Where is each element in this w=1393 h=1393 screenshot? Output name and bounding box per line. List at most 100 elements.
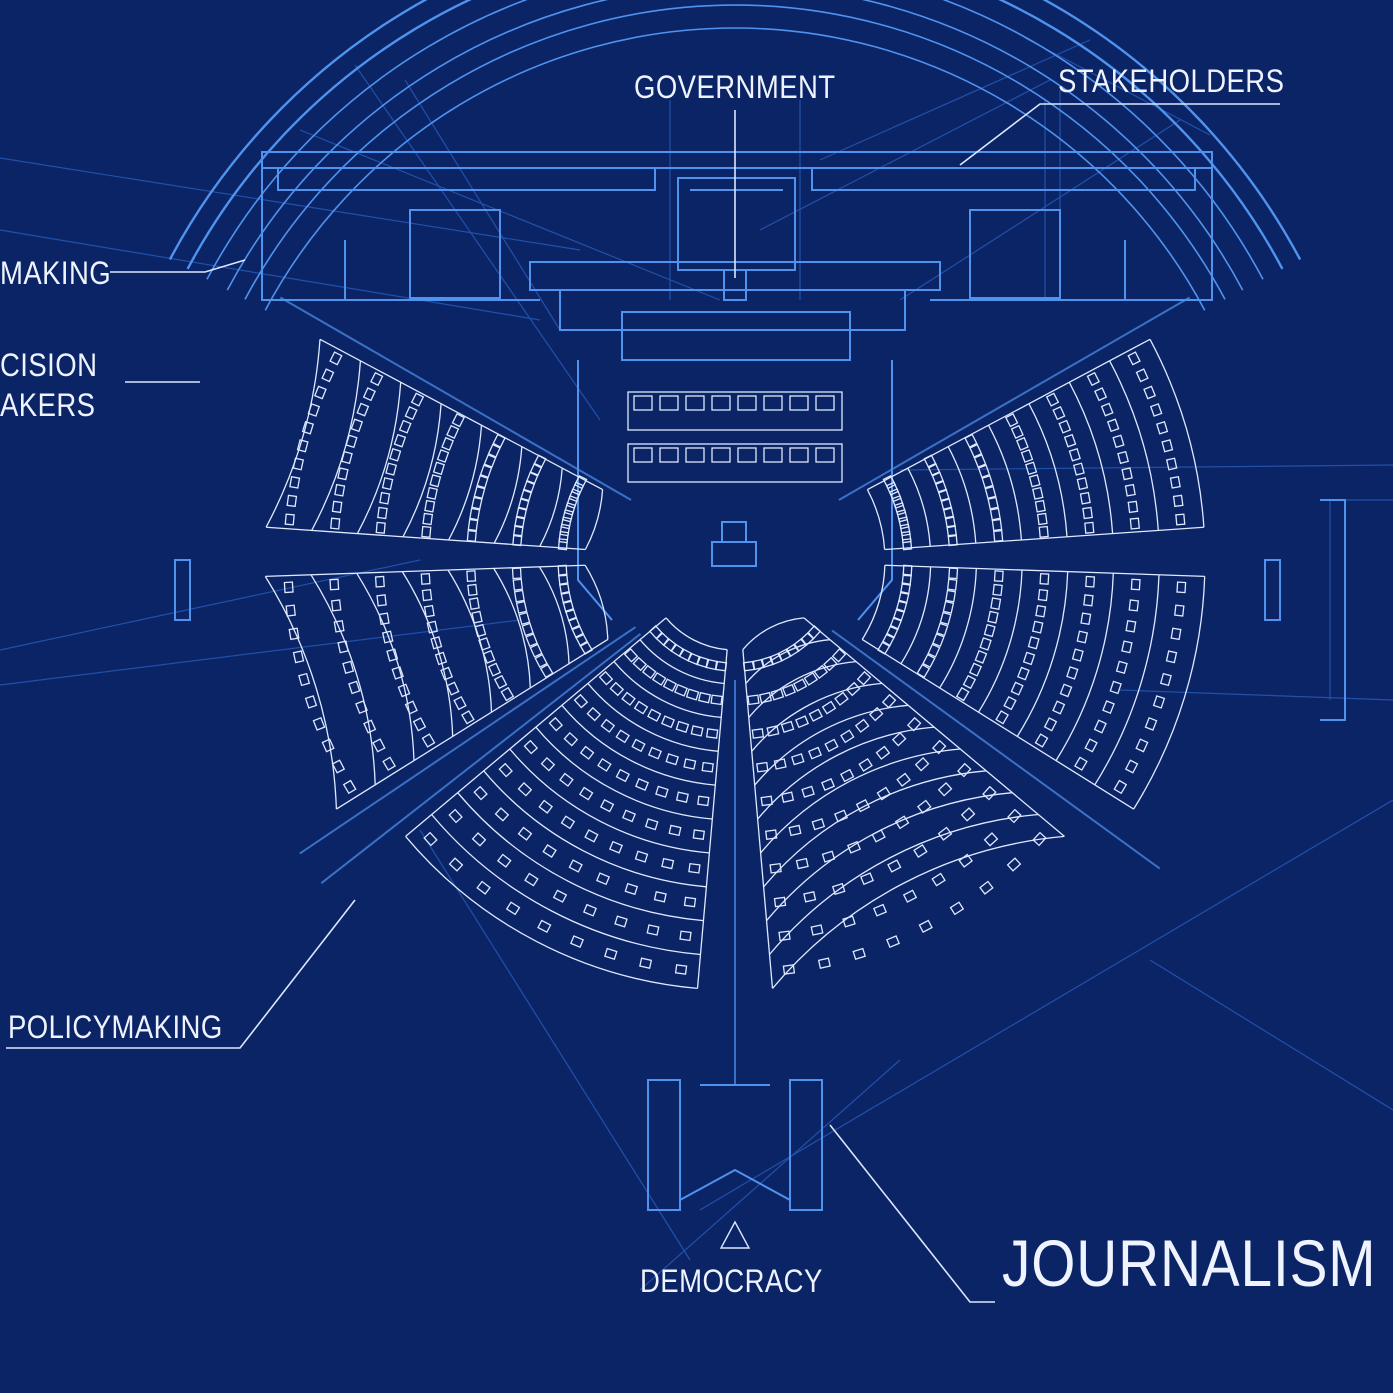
seat-row-arc — [613, 661, 722, 719]
seat — [1034, 733, 1049, 748]
seat — [512, 534, 523, 547]
seat — [705, 728, 719, 739]
seat — [1149, 403, 1163, 417]
seat — [533, 454, 547, 469]
seat — [900, 530, 912, 544]
seat — [815, 395, 835, 411]
seat — [578, 786, 594, 801]
seat — [494, 807, 510, 822]
seat — [685, 447, 705, 463]
seat — [877, 640, 891, 655]
seat — [542, 844, 557, 858]
seat-row-arc — [405, 835, 698, 990]
seat — [701, 761, 714, 773]
seat — [529, 643, 543, 658]
seat — [382, 756, 396, 771]
seat — [887, 859, 902, 873]
seat — [906, 716, 922, 732]
seat — [1086, 371, 1100, 387]
seat — [898, 590, 910, 604]
seat — [831, 647, 847, 663]
seat — [898, 516, 910, 530]
seat — [842, 915, 856, 928]
seat — [329, 578, 340, 591]
seat — [304, 695, 318, 709]
seat — [426, 620, 439, 634]
seat — [889, 616, 903, 631]
seat — [763, 395, 783, 411]
wing-structure — [277, 167, 656, 191]
seat — [471, 496, 483, 510]
seat — [834, 809, 848, 823]
seat — [334, 483, 346, 497]
seat — [377, 506, 388, 520]
construction-lines — [0, 37, 1393, 1291]
seat — [1020, 449, 1034, 463]
seat — [505, 901, 521, 916]
seat — [426, 486, 438, 500]
seat — [286, 494, 298, 508]
label-decision-line2: AKERS — [0, 387, 96, 423]
seat — [1085, 575, 1096, 588]
seat — [446, 681, 460, 696]
seat — [901, 538, 913, 551]
seat — [604, 947, 618, 961]
seat — [968, 662, 983, 677]
seat — [942, 506, 955, 520]
seat — [1043, 717, 1058, 732]
seat — [624, 882, 639, 896]
seat — [331, 759, 346, 774]
seat — [983, 623, 996, 638]
seat-row-arc — [448, 425, 483, 541]
seat-row-arc — [751, 682, 883, 752]
seat — [421, 733, 436, 748]
seat — [655, 785, 669, 798]
seat-row-arc — [509, 748, 710, 854]
seat-row-arc — [584, 564, 609, 640]
seat — [381, 477, 394, 491]
seat — [788, 824, 802, 837]
seat — [397, 683, 411, 698]
seat — [683, 896, 697, 908]
seat — [1115, 660, 1128, 674]
seat — [398, 419, 412, 434]
seat — [922, 653, 936, 669]
seat — [1032, 486, 1044, 500]
seat — [1036, 512, 1048, 526]
seat — [471, 832, 487, 847]
seat — [440, 666, 453, 681]
seat — [942, 600, 955, 614]
seat-row-arc — [754, 704, 909, 786]
seat — [370, 371, 384, 387]
seat — [432, 461, 446, 476]
seat — [386, 648, 399, 662]
seat — [558, 582, 571, 595]
seat — [1127, 500, 1139, 514]
seat — [964, 433, 978, 448]
seat — [895, 599, 908, 613]
seat — [936, 622, 949, 637]
entrance-structure — [679, 1168, 791, 1201]
seat — [714, 660, 728, 672]
seat — [448, 808, 463, 824]
wing-structure — [811, 167, 1196, 191]
seat — [514, 515, 526, 529]
seat — [1155, 421, 1169, 435]
seat — [512, 578, 524, 591]
seat — [1170, 627, 1182, 641]
seat — [312, 716, 326, 731]
seat-row-arc — [745, 639, 831, 684]
seat — [313, 385, 327, 400]
seat — [1121, 467, 1133, 481]
block-edge — [266, 526, 586, 551]
seat — [474, 623, 487, 638]
seat — [453, 695, 467, 711]
seat — [574, 474, 588, 490]
seat — [882, 474, 896, 490]
seat — [476, 475, 489, 489]
seat — [1080, 612, 1092, 626]
seat — [1066, 666, 1079, 680]
seat — [521, 622, 534, 637]
seat — [1032, 831, 1047, 847]
label-journalism: JOURNALISM — [1002, 1226, 1377, 1300]
